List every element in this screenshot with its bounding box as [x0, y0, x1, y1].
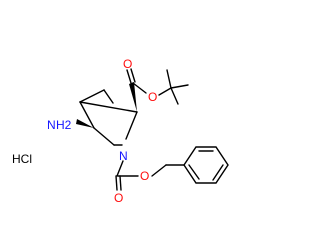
pyrrolidine-ring: [79, 101, 138, 146]
phenyl-double-2: [212, 164, 224, 181]
bond-c4-c5: [93, 127, 115, 146]
bond-ester-c-o-double-2: [130, 68, 136, 83]
bond-tbu-me2: [170, 84, 189, 89]
carbamate-o-double-label: O: [114, 191, 123, 205]
bond-carbamate-c-o-double-2: [119, 175, 122, 191]
amine-h2-label: H2: [56, 118, 72, 132]
bond-tbu-me3: [170, 87, 179, 105]
carbamate-o-single-label: O: [140, 169, 149, 183]
bond-c3-c4: [79, 101, 95, 129]
bond-o-tbu: [158, 87, 172, 96]
wedge-bond-ester: [129, 82, 137, 112]
bond-ring-a: [79, 89, 105, 103]
bond-o-ch2: [151, 164, 167, 177]
phenyl-double-3: [188, 164, 200, 180]
bond-tbu-me1: [166, 69, 172, 89]
amine-n-label: N: [47, 118, 56, 132]
ring-n-label: N: [119, 149, 128, 163]
hcl-label: HCl: [12, 152, 32, 166]
wedge-bond-amine: [76, 119, 94, 128]
bond-ring-b: [103, 89, 114, 104]
phenyl-ring: [183, 146, 229, 184]
ester-o-double-label: O: [123, 57, 132, 71]
bond-ester-c-o-single: [132, 82, 147, 94]
bond-carbamate-c-o-double-1: [115, 175, 118, 191]
bond-n1-c2: [125, 111, 138, 140]
bond-ester-c-o-double-1: [126, 69, 132, 84]
phenyl-hexagon: [183, 146, 229, 184]
bond-c2-c3: [79, 101, 138, 113]
ester-o-single-label: O: [148, 90, 157, 104]
ring-edges: [79, 89, 114, 104]
bond-n1-carbamate-c: [116, 160, 124, 177]
molecule-structure: N H2 N O O O O HCl: [12, 57, 229, 205]
